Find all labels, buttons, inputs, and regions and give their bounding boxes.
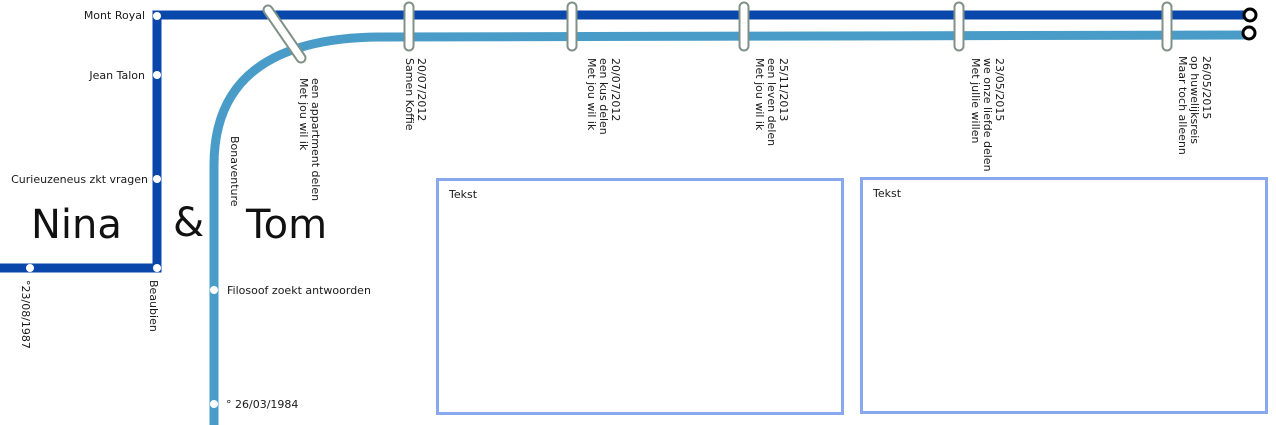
label-curieuzeneus: Curieuzeneus zkt vragen <box>11 173 148 186</box>
text-box-left-label: Tekst <box>449 188 478 201</box>
label-nina-birth: °23/08/1987 <box>19 280 32 349</box>
milestone-leven-line-3: 25/11/2013 <box>777 58 790 121</box>
milestone-huwelijksreis-line-2: op huwelijksreis <box>1188 56 1201 144</box>
label-tom-birth: ° 26/03/1984 <box>226 398 298 411</box>
milestone-koffie-line-2: 20/07/2012 <box>415 58 428 121</box>
label-jean-talon: Jean Talon <box>88 69 145 82</box>
station-dot-bonaventure <box>224 124 232 132</box>
station-dot-jean-talon <box>153 71 161 79</box>
name-ampersand: & <box>173 200 204 246</box>
milestone-liefde-line-1: Met jullie willen <box>969 58 982 143</box>
milestone-appartment-line-2: een appartment delen <box>309 78 322 201</box>
station-dot-nina-birth <box>26 264 34 272</box>
milestone-huwelijksreis-line-1: Maar toch alleenn <box>1176 56 1189 155</box>
milestone-appartment-line-1: Met jou wil ik <box>297 78 310 151</box>
milestone-leven-line-2: een leven delen <box>765 58 778 146</box>
milestone-huwelijksreis: Maar toch alleenn op huwelijksreis 26/05… <box>1176 56 1213 158</box>
label-beaubien: Beaubien <box>147 280 160 332</box>
text-box-left[interactable]: Tekst <box>436 178 844 415</box>
interchange-connectors <box>262 1 1173 64</box>
name-tom: Tom <box>245 202 327 248</box>
milestone-liefde-line-2: we onze liefde delen <box>981 58 994 172</box>
station-dot-curieuzeneus <box>153 175 161 183</box>
tom-line <box>209 30 1251 425</box>
station-dot-mont-royal <box>153 12 161 20</box>
text-box-right-label: Tekst <box>873 187 902 200</box>
terminus-tom <box>1241 25 1257 41</box>
milestone-kus-line-1: Met jou wil ik <box>585 58 598 131</box>
milestone-leven: Met jou wil ik een leven delen 25/11/201… <box>753 58 790 150</box>
milestone-kus-line-2: een kus delen <box>597 58 610 135</box>
label-filosoof: Filosoof zoekt antwoorden <box>227 284 371 297</box>
milestone-liefde-line-3: 23/05/2015 <box>993 58 1006 121</box>
milestone-kus: Met jou wil ik een kus delen 20/07/2012 <box>585 58 622 138</box>
milestone-koffie-line-1: Samen Koffie <box>403 58 416 131</box>
station-dot-filosoof <box>210 286 218 294</box>
milestone-liefde: Met jullie willen we onze liefde delen 2… <box>969 58 1006 175</box>
label-mont-royal: Mont Royal <box>84 9 145 22</box>
station-dot-beaubien <box>153 264 161 272</box>
milestone-appartment: Met jou wil ik een appartment delen <box>297 78 322 201</box>
milestone-leven-line-1: Met jou wil ik <box>753 58 766 131</box>
nina-line <box>0 10 1250 273</box>
text-box-right[interactable]: Tekst <box>860 177 1268 414</box>
label-bonaventure: Bonaventure <box>228 136 241 207</box>
milestone-huwelijksreis-line-3: 26/05/2015 <box>1200 56 1213 119</box>
milestone-koffie: Samen Koffie 20/07/2012 <box>403 58 428 134</box>
name-nina: Nina <box>31 202 122 248</box>
station-dots <box>26 12 232 408</box>
terminus-nina <box>1242 7 1258 23</box>
milestone-kus-line-3: 20/07/2012 <box>609 58 622 121</box>
station-dot-tom-birth <box>210 400 218 408</box>
